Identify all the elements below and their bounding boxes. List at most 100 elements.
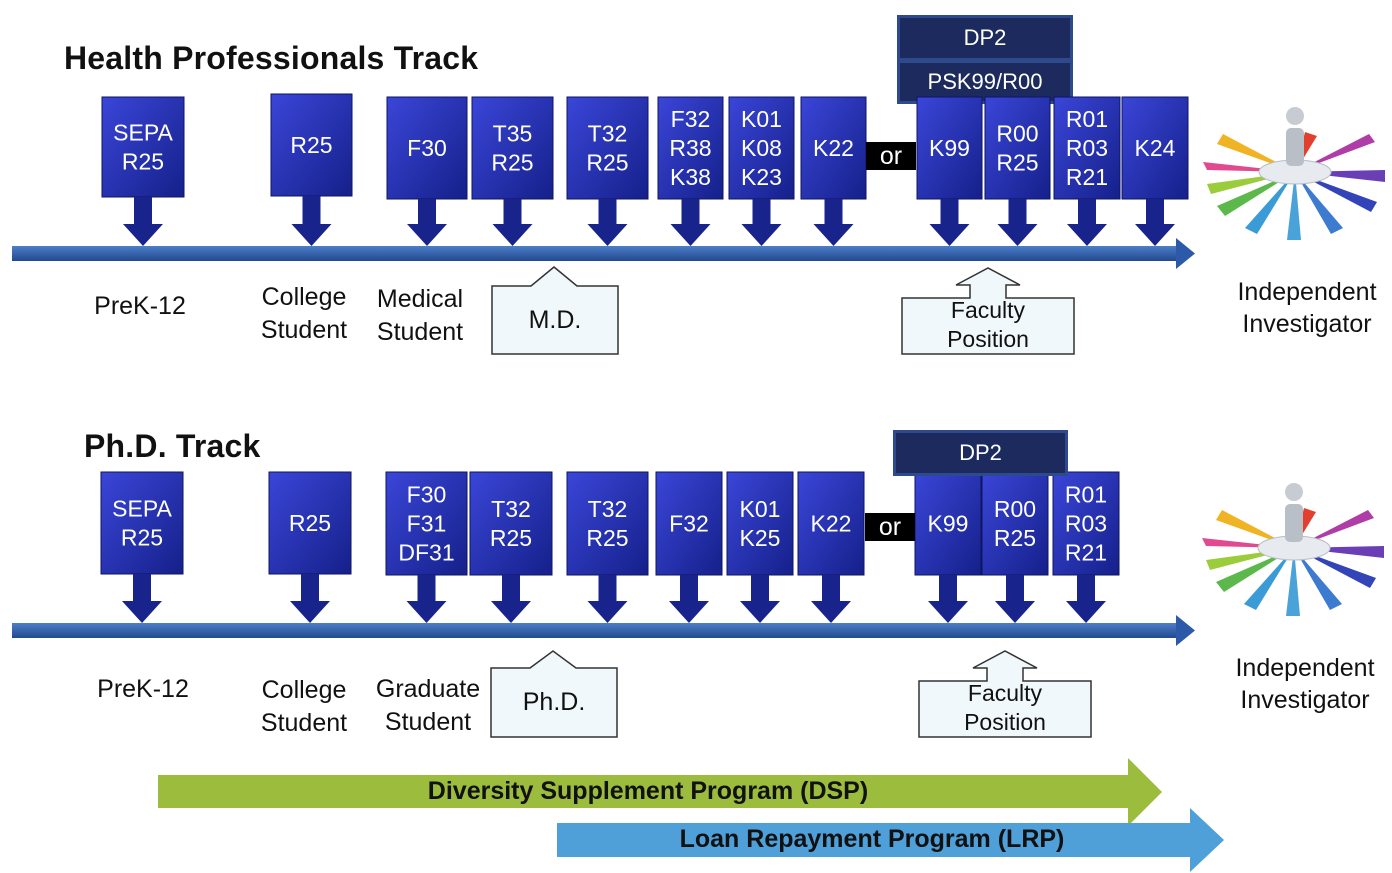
phd-stage-college: College Student [260, 676, 348, 737]
lrp-label: Loan Repayment Program (LRP) [679, 825, 1065, 853]
hp-award-label: R25 [996, 150, 1038, 176]
phd-award-label: F32 [669, 511, 709, 537]
hp-award-pointer-3 [492, 199, 533, 246]
hp-award-label: K23 [741, 164, 782, 190]
hp-award-label: F32 [671, 106, 711, 132]
hp-award-label: F30 [407, 135, 447, 161]
hp-award-label: K01 [741, 106, 782, 132]
phd-award-label: R25 [121, 525, 163, 551]
phd-award-label: R25 [289, 510, 331, 536]
phd-award-pointer-1 [290, 574, 330, 623]
phd-award-r25: R25 [268, 471, 352, 623]
hp-award-label: R03 [1066, 135, 1108, 161]
phd-award-pointer-9 [995, 575, 1035, 623]
phd-award-label: K01 [740, 496, 781, 522]
hp-award-label: R25 [586, 150, 628, 176]
phd-award-label: T32 [491, 496, 531, 522]
hp-award-label: R00 [996, 121, 1038, 147]
lrp-bar [557, 808, 1224, 872]
phd-award-pointer-8 [928, 575, 968, 623]
hp-award-k99: K99 [916, 96, 983, 246]
dsp-bar [158, 758, 1162, 826]
phd-award-pointer-2 [406, 575, 447, 623]
hp-award-pointer-11 [1135, 199, 1175, 246]
phd-track-title: Ph.D. Track [84, 428, 261, 464]
hp-stage-prek: PreK-12 [94, 292, 186, 320]
hp-award-k24: K24 [1121, 96, 1189, 246]
hp-award-label: K08 [741, 135, 782, 161]
phd-award-pointer-3 [491, 575, 531, 623]
phd-or-label: or [865, 513, 915, 541]
phd-award-label: R03 [1065, 511, 1107, 537]
hp-award-pointer-0 [123, 197, 163, 246]
hp-award-label: K38 [670, 164, 711, 190]
phd-award-sepa-r25: SEPA R25 [100, 471, 184, 623]
hp-award-k22: K22 [800, 96, 867, 246]
hp-award-label: K99 [929, 135, 970, 161]
hp-timeline-arrow [12, 238, 1195, 269]
hp-award-pointer-2 [407, 199, 447, 246]
phd-timeline-arrow [12, 615, 1195, 646]
hp-award-label: R38 [669, 135, 711, 161]
hp-md-callout [491, 266, 619, 355]
phd-person-on-radiating-arrows-icon [1202, 483, 1384, 616]
dsp-label: Diversity Supplement Program (DSP) [427, 777, 869, 805]
hp-track-title: Health Professionals Track [64, 40, 479, 76]
hp-award-pointer-7 [813, 199, 854, 246]
phd-dp2-box: DP2 [893, 430, 1068, 476]
phd-stage-faculty: Faculty Position [964, 680, 1046, 735]
hp-person-on-radiating-arrows-icon [1203, 107, 1385, 240]
hp-award-label: R25 [290, 132, 332, 158]
phd-award-label: K22 [811, 511, 852, 537]
phd-faculty-callout [918, 650, 1092, 738]
hp-dp2-box: DP2 [897, 15, 1073, 61]
hp-award-label: T35 [493, 121, 533, 147]
phd-award-label: K99 [928, 511, 969, 537]
phd-award-label: R25 [490, 525, 532, 551]
hp-or-label: or [866, 142, 916, 170]
phd-stage-degree: Ph.D. [522, 688, 586, 716]
hp-award-r25: R25 [270, 93, 353, 246]
hp-stage-degree: M.D. [528, 306, 582, 334]
hp-stage-faculty: Faculty Position [947, 297, 1029, 352]
phd-award-f32: F32 [655, 471, 723, 623]
phd-award-pointer-5 [669, 575, 709, 623]
hp-award-label: R21 [1066, 164, 1108, 190]
phd-phd-callout [490, 650, 618, 738]
hp-award-pointer-10 [1067, 199, 1107, 246]
hp-award-pointer-8 [929, 199, 970, 246]
phd-stage-student: Graduate Student [375, 675, 481, 736]
hp-award-pointer-4 [587, 199, 628, 246]
hp-stage-independent: Independent Investigator [1237, 278, 1377, 338]
phd-award-k22: K22 [797, 471, 865, 623]
hp-faculty-callout [901, 267, 1075, 355]
hp-award-label: R01 [1066, 106, 1108, 132]
hp-award-pointer-6 [741, 199, 782, 246]
hp-award-pointer-1 [291, 196, 332, 246]
hp-award-pointer-5 [670, 199, 711, 246]
hp-award-pointer-9 [997, 199, 1038, 246]
phd-award-label: R21 [1065, 540, 1107, 566]
phd-award-label: F30 [407, 482, 447, 508]
phd-award-pointer-0 [122, 574, 162, 623]
hp-award-label: R25 [122, 149, 164, 175]
phd-award-label: R25 [586, 525, 628, 551]
phd-stage-prek: PreK-12 [97, 675, 189, 703]
phd-award-label: SEPA [112, 496, 172, 522]
phd-award-pointer-10 [1066, 575, 1106, 623]
hp-award-label: K22 [813, 135, 854, 161]
phd-award-label: R25 [994, 525, 1036, 551]
